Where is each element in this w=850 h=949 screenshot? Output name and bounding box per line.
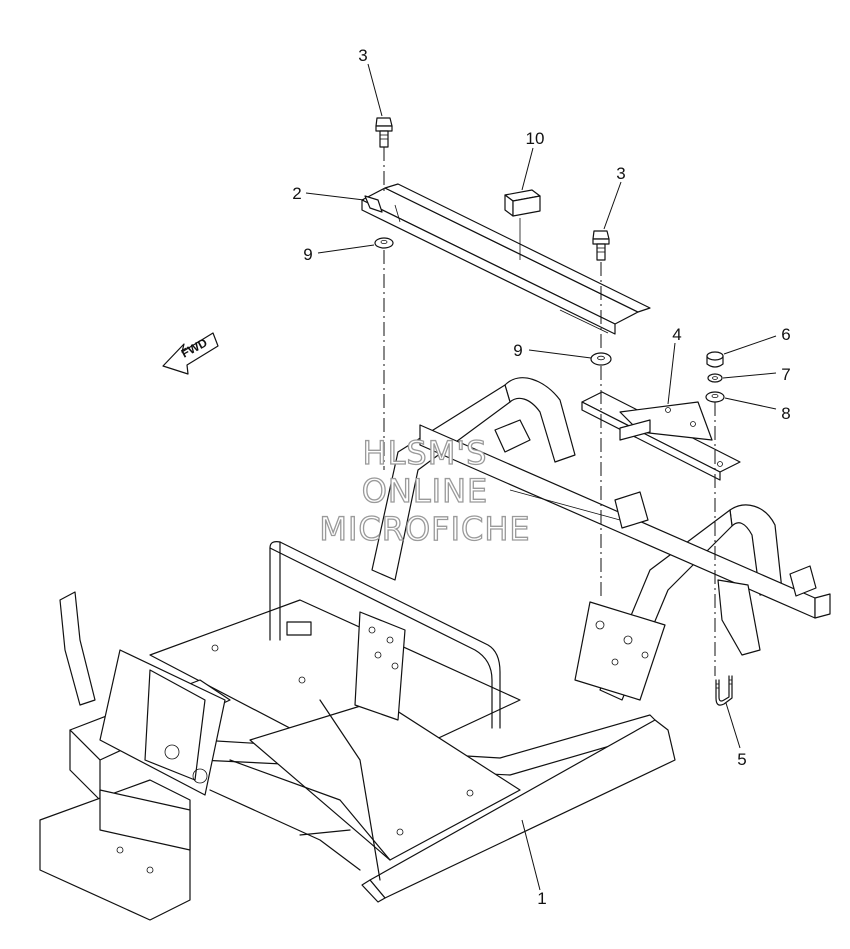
callout-4: 4 xyxy=(672,325,681,344)
cross-member-part-2 xyxy=(361,183,651,335)
watermark-line-1: HLSM'S xyxy=(363,434,488,472)
cap-nut-part-6 xyxy=(706,351,724,368)
bolt-part-3-right xyxy=(592,230,610,261)
callout-5: 5 xyxy=(737,750,746,769)
leader-lines xyxy=(305,63,777,891)
washer-part-9-left xyxy=(374,237,394,249)
fwd-arrow-icon: FWD xyxy=(162,332,219,375)
watermark-line-2: ONLINE xyxy=(362,472,489,510)
callout-9-left: 9 xyxy=(303,245,312,264)
u-bolt-part-5 xyxy=(715,675,733,706)
callout-3-left: 3 xyxy=(358,46,367,65)
pad-part-10 xyxy=(504,189,541,217)
bracket-part-4 xyxy=(581,391,741,481)
washer-part-8 xyxy=(705,391,725,403)
callout-1: 1 xyxy=(537,889,546,908)
callout-3-right: 3 xyxy=(616,164,625,183)
callout-7: 7 xyxy=(781,365,790,384)
washer-part-9-right xyxy=(590,352,612,366)
bolt-part-3-left xyxy=(375,117,393,148)
vehicle-frame xyxy=(39,377,831,921)
callout-6: 6 xyxy=(781,325,790,344)
watermark: HLSM'S ONLINE MICROFICHE xyxy=(319,433,531,548)
callout-10: 10 xyxy=(526,129,545,148)
assembly-lines xyxy=(383,147,716,676)
callout-2: 2 xyxy=(292,184,301,203)
callout-8: 8 xyxy=(781,404,790,423)
callout-9-right: 9 xyxy=(513,341,522,360)
lock-washer-part-7 xyxy=(707,373,723,383)
callouts: 3 10 3 2 9 9 4 6 7 8 5 1 xyxy=(292,46,790,908)
watermark-line-3: MICROFICHE xyxy=(319,510,530,548)
